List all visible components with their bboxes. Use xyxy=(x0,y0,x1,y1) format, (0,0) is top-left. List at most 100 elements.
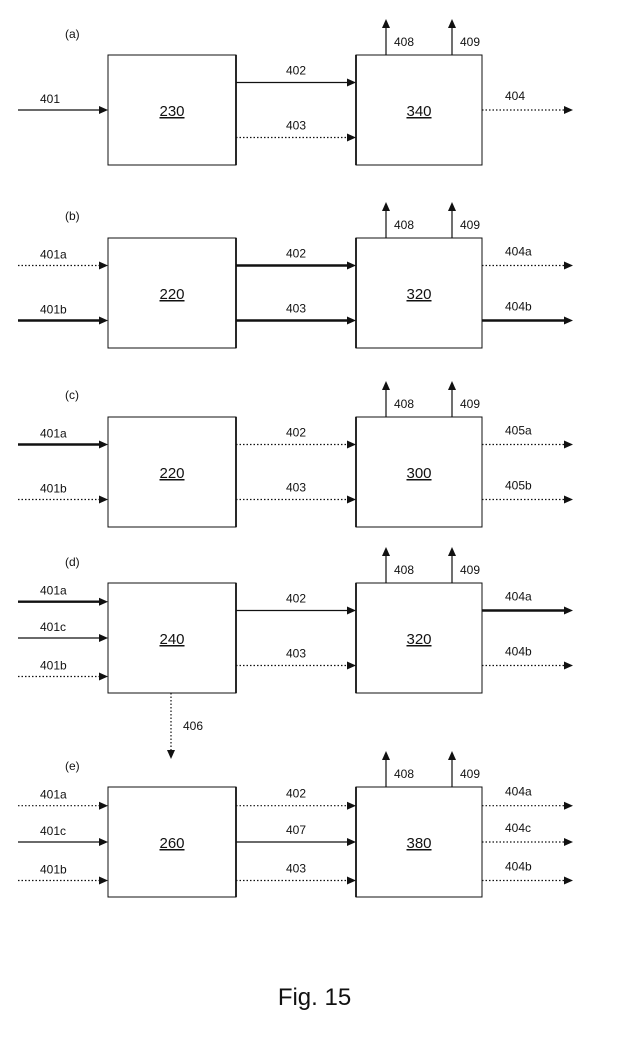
mid-label: 403 xyxy=(286,647,306,661)
mid-label: 402 xyxy=(286,64,306,78)
arrow-head xyxy=(382,547,390,556)
top-arrow-409 xyxy=(448,381,456,417)
mid-label: 402 xyxy=(286,592,306,606)
arrow-head xyxy=(564,877,573,885)
arrow-head xyxy=(99,441,108,449)
top-label: 408 xyxy=(394,397,414,411)
mid-arrow-403 xyxy=(236,662,356,670)
arrow-head xyxy=(99,877,108,885)
top-label: 408 xyxy=(394,35,414,49)
mid-label: 402 xyxy=(286,787,306,801)
arrow-head xyxy=(347,877,356,885)
top-arrow-408 xyxy=(382,381,390,417)
arrow-head xyxy=(99,838,108,846)
input-label: 401b xyxy=(40,482,67,496)
output-label: 404b xyxy=(505,300,532,314)
output-label: 405b xyxy=(505,479,532,493)
block-label: 230 xyxy=(159,103,184,120)
arrow-head xyxy=(564,802,573,810)
block-label: 320 xyxy=(406,286,431,303)
mid-arrow-403 xyxy=(236,134,356,142)
block-label: 300 xyxy=(406,465,431,482)
output-arrow-404b xyxy=(482,662,573,670)
output-arrow-405b xyxy=(482,496,573,504)
arrow-head xyxy=(99,496,108,504)
arrow-head xyxy=(347,79,356,87)
arrow-head xyxy=(564,496,573,504)
arrow-head xyxy=(448,547,456,556)
mid-arrow-402 xyxy=(236,79,356,87)
mid-label: 402 xyxy=(286,426,306,440)
figure-caption: Fig. 15 xyxy=(0,984,629,1012)
input-label: 401a xyxy=(40,427,67,441)
panel-label: (e) xyxy=(65,759,80,773)
arrow-head xyxy=(167,750,175,759)
down-arrow-406 xyxy=(167,693,175,759)
input-arrow-401a xyxy=(18,441,108,449)
top-label: 408 xyxy=(394,218,414,232)
panel-label: (c) xyxy=(65,388,79,402)
input-label: 401c xyxy=(40,824,66,838)
arrow-head xyxy=(347,134,356,142)
arrow-head xyxy=(347,496,356,504)
top-arrow-409 xyxy=(448,547,456,583)
block-label: 240 xyxy=(159,631,184,648)
arrow-head xyxy=(347,662,356,670)
arrow-head xyxy=(99,317,108,325)
arrow-head xyxy=(99,106,108,114)
top-arrow-408 xyxy=(382,547,390,583)
arrow-head xyxy=(347,607,356,615)
top-arrow-408 xyxy=(382,751,390,787)
top-label: 409 xyxy=(460,35,480,49)
input-label: 401 xyxy=(40,92,60,106)
arrow-head xyxy=(347,802,356,810)
arrow-head xyxy=(99,598,108,606)
mid-arrow-407 xyxy=(236,838,356,846)
output-label: 404b xyxy=(505,860,532,874)
arrow-head xyxy=(99,802,108,810)
arrow-head xyxy=(347,262,356,270)
output-arrow-404c xyxy=(482,838,573,846)
arrow-head xyxy=(564,607,573,615)
block-label: 220 xyxy=(159,286,184,303)
block-label: 260 xyxy=(159,835,184,852)
arrow-head xyxy=(564,262,573,270)
arrow-head xyxy=(448,19,456,28)
top-arrow-408 xyxy=(382,202,390,238)
input-arrow-401a xyxy=(18,262,108,270)
arrow-head xyxy=(99,634,108,642)
block-label: 220 xyxy=(159,465,184,482)
input-label: 401a xyxy=(40,248,67,262)
block-label: 380 xyxy=(406,835,431,852)
output-label: 404c xyxy=(505,821,531,835)
top-arrow-409 xyxy=(448,751,456,787)
mid-label: 403 xyxy=(286,862,306,876)
arrow-head xyxy=(347,441,356,449)
input-arrow-401a xyxy=(18,802,108,810)
panel-a: (a)230340401402403404408409 xyxy=(18,19,573,165)
mid-label: 402 xyxy=(286,247,306,261)
input-arrow-401b xyxy=(18,877,108,885)
input-arrow-401c xyxy=(18,838,108,846)
block-label: 340 xyxy=(406,103,431,120)
output-label: 404 xyxy=(505,89,525,103)
arrow-head xyxy=(347,317,356,325)
arrow-head xyxy=(448,751,456,760)
top-label: 408 xyxy=(394,563,414,577)
mid-arrow-402 xyxy=(236,441,356,449)
arrow-head xyxy=(382,19,390,28)
panel-label: (d) xyxy=(65,555,80,569)
arrow-head xyxy=(564,441,573,449)
input-arrow-401b xyxy=(18,673,108,681)
mid-arrow-402 xyxy=(236,802,356,810)
mid-arrow-402 xyxy=(236,607,356,615)
arrow-head xyxy=(382,381,390,390)
arrow-head xyxy=(382,751,390,760)
block-label: 320 xyxy=(406,631,431,648)
output-arrow-404a xyxy=(482,802,573,810)
mid-label: 403 xyxy=(286,119,306,133)
top-arrow-408 xyxy=(382,19,390,55)
top-label: 409 xyxy=(460,218,480,232)
arrow-head xyxy=(99,673,108,681)
